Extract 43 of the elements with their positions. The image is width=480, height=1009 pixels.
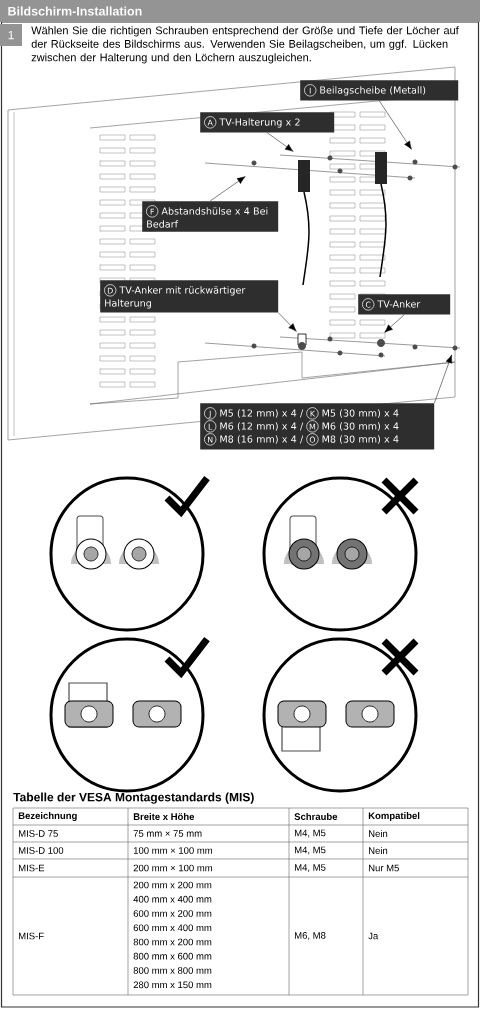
table-cell: 800 mm x 800 mm (133, 967, 212, 974)
table-cell: Kompatibel (368, 812, 420, 821)
table-cell: 200 mm x 200 mm (133, 881, 212, 889)
callout-box: J M5 (12 mm) x 4 / K M5 (30 mm) x 4 L M6 (12 mm) x 4 / M M6 (30 mm) x 4 N M8 (16 mm) x 4 / O M8 (30 mm) x 4 (200, 403, 435, 450)
instruction-text: Wählen Sie die richtigen Schrauben entsprechend der Größe und Tiefe der Löcher auf der Rückseite des Bildschirms aus. Verwenden Sie Beilagscheiben, um ggf. Lücken zwischen der Halterung und den Löchern auszugleichen. (31, 26, 459, 64)
table-cell: 75 mm × 75 mm (133, 830, 202, 837)
leader-line (384, 314, 405, 333)
leader-line (266, 132, 294, 152)
table-cell: Ja (368, 932, 379, 940)
table-cell: Bezeichnung (18, 812, 77, 821)
leader-line (434, 354, 453, 404)
table-cell: MIS-E (19, 864, 45, 872)
table-cell: 800 mm x 200 mm (133, 938, 212, 946)
callout-box: D TV-Anker mit rückwärtiger Halterung (100, 280, 279, 313)
callout-box: I Beilagscheibe (Metall) (300, 80, 459, 101)
title-bar: Bildschirm-Installation (0, 0, 480, 22)
table-cell: 100 mm × 100 mm (133, 847, 213, 854)
table-cell: Nein (369, 830, 388, 837)
table-cell: M4, M5 (295, 829, 326, 838)
table-cell: M6, M8 (295, 932, 326, 940)
callout-box: A TV-Halterung x 2 (200, 112, 335, 133)
table-cell: 600 mm x 400 mm (133, 924, 212, 932)
table-cell: M4, M5 (295, 846, 326, 855)
leader-line (378, 100, 412, 150)
table-cell: 200 mm × 100 mm (133, 864, 213, 872)
table-cell: Schraube (294, 813, 338, 820)
table-cell: 600 mm x 200 mm (133, 910, 212, 917)
table-title: Tabelle der VESA Montagestandards (MIS) (13, 792, 254, 804)
table-cell: M4, M5 (295, 864, 326, 872)
table-cell: Breite x Höhe (133, 813, 195, 820)
table-cell: 280 mm x 150 mm (133, 981, 212, 989)
leader-line (278, 312, 297, 332)
table-cell: MIS-D 75 (19, 830, 58, 837)
table-cell: Nur M5 (369, 864, 399, 872)
table-cell: 400 mm x 400 mm (133, 895, 212, 903)
leader-line (209, 176, 246, 202)
callout-box: C TV-Anker (358, 294, 451, 315)
step-number: 1 (0, 24, 22, 46)
table-cell: Nein (369, 847, 388, 854)
table-cell: 800 mm x 600 mm (133, 952, 212, 960)
callout-box: F Abstandshülse x 4 Bei Bedarf (142, 201, 279, 232)
table-cell: MIS-F (19, 932, 44, 940)
table-cell: MIS-D 100 (19, 847, 64, 854)
